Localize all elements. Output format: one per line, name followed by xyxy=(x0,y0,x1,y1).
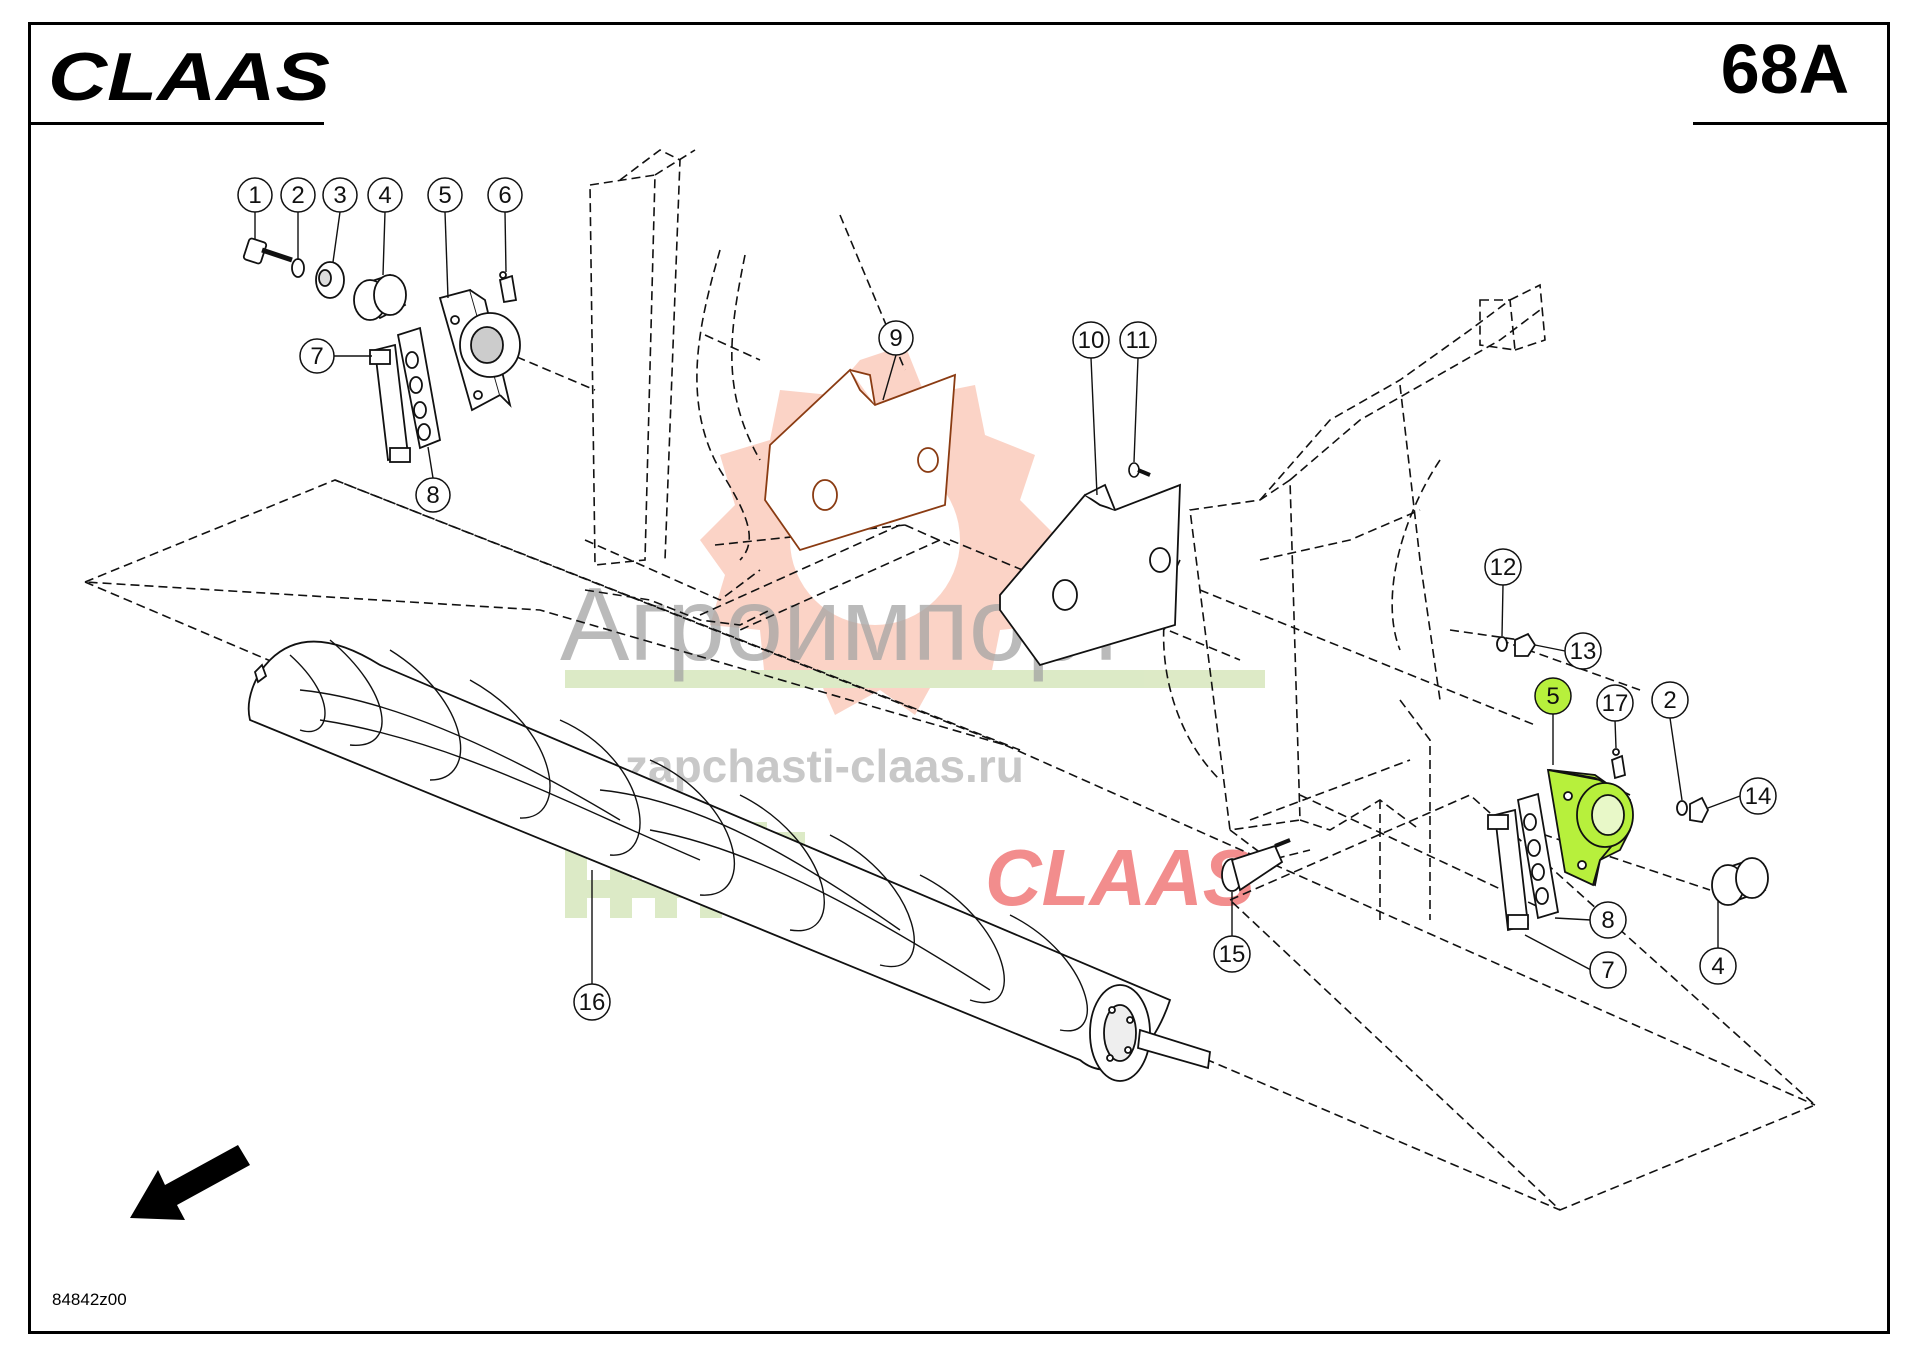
svg-text:15: 15 xyxy=(1219,941,1246,968)
svg-text:3: 3 xyxy=(333,182,346,209)
svg-text:5: 5 xyxy=(438,182,451,209)
svg-text:5: 5 xyxy=(1546,683,1559,710)
watermark-green-bar xyxy=(565,670,1265,688)
logo-underline xyxy=(28,122,324,125)
svg-text:2: 2 xyxy=(1663,687,1676,714)
bolt-part-1 xyxy=(242,237,293,265)
svg-text:9: 9 xyxy=(889,325,902,352)
left-hardware-group xyxy=(242,237,521,463)
nut-part-13 xyxy=(1514,632,1537,657)
callout-7-right: 7 xyxy=(1589,951,1627,989)
callout-5-highlighted: 5 xyxy=(1534,677,1572,715)
bolt-part-11 xyxy=(1128,462,1151,478)
washer-part-2-right xyxy=(1676,800,1688,816)
svg-text:13: 13 xyxy=(1570,638,1597,665)
drawing-number: 84842z00 xyxy=(52,1290,127,1309)
watermark-brand: CLAAS xyxy=(985,833,1255,922)
page-code-underline xyxy=(1693,122,1890,125)
callout-7: 7 xyxy=(299,338,335,374)
callout-3: 3 xyxy=(322,177,358,213)
clamp-plate-part-7-right xyxy=(1487,808,1529,932)
bushing-part-4-right xyxy=(1711,857,1769,906)
bushing-part-4 xyxy=(353,273,407,321)
bearing-housing-part-5 xyxy=(438,288,521,412)
spiral-rotor-part-16 xyxy=(247,639,1211,1082)
washer-part-2 xyxy=(291,258,305,278)
svg-text:7: 7 xyxy=(1601,957,1614,984)
callout-1: 1 xyxy=(237,177,273,213)
callout-6: 6 xyxy=(487,177,523,213)
callout-9: 9 xyxy=(878,320,914,356)
bearing-housing-part-5-highlighted xyxy=(1546,768,1634,887)
clamp-plate-part-7 xyxy=(369,343,411,463)
svg-text:7: 7 xyxy=(310,343,323,370)
svg-text:14: 14 xyxy=(1745,783,1772,810)
callout-14: 14 xyxy=(1739,777,1777,815)
svg-text:12: 12 xyxy=(1490,554,1517,581)
svg-text:11: 11 xyxy=(1126,327,1151,354)
callout-5: 5 xyxy=(427,177,463,213)
svg-text:8: 8 xyxy=(1601,907,1614,934)
grease-nipple-part-6 xyxy=(498,271,518,304)
right-hardware-group xyxy=(1221,632,1769,932)
callout-8-right: 8 xyxy=(1589,901,1627,939)
washer-part-12 xyxy=(1496,636,1508,652)
leader-lines xyxy=(254,211,1741,1002)
shield-plate-part-9 xyxy=(764,368,957,552)
svg-text:4: 4 xyxy=(1711,953,1724,980)
callout-17: 17 xyxy=(1596,684,1634,722)
brand-logo-text: CLAAS xyxy=(48,40,330,110)
callout-2-right: 2 xyxy=(1651,681,1689,719)
callout-4-right: 4 xyxy=(1699,947,1737,985)
svg-text:8: 8 xyxy=(426,482,439,509)
brand-logo: CLAAS xyxy=(46,39,336,115)
watermark-site: zapchasti-claas.ru xyxy=(625,740,1024,792)
callout-11: 11 xyxy=(1119,321,1157,359)
svg-text:2: 2 xyxy=(291,182,304,209)
strip-plate-part-8-right xyxy=(1516,792,1560,920)
strip-plate-part-8 xyxy=(396,326,442,450)
pin-part-15 xyxy=(1221,838,1291,892)
frame-outline xyxy=(84,149,1817,1211)
svg-text:10: 10 xyxy=(1078,327,1105,354)
svg-text:6: 6 xyxy=(498,182,511,209)
callout-4: 4 xyxy=(367,177,403,213)
callout-13: 13 xyxy=(1564,632,1602,670)
callout-2: 2 xyxy=(280,177,316,213)
callouts: 1 2 3 4 5 6 7 8 9 10 11 12 13 5 17 2 14 … xyxy=(237,177,1777,1021)
svg-text:16: 16 xyxy=(579,989,606,1016)
spacer-part-3 xyxy=(315,261,345,299)
callout-8: 8 xyxy=(415,477,451,513)
direction-arrow-icon xyxy=(130,1145,250,1220)
svg-text:17: 17 xyxy=(1602,690,1629,717)
shield-plate-part-10 xyxy=(999,483,1181,667)
callout-10: 10 xyxy=(1072,321,1110,359)
callout-12: 12 xyxy=(1484,548,1522,586)
svg-text:4: 4 xyxy=(378,182,391,209)
grease-nipple-part-17 xyxy=(1610,748,1627,780)
svg-text:1: 1 xyxy=(248,182,261,209)
callout-16: 16 xyxy=(573,983,611,1021)
page-code: 68A xyxy=(1720,30,1850,108)
nut-part-14 xyxy=(1689,796,1710,823)
callout-15: 15 xyxy=(1213,935,1251,973)
